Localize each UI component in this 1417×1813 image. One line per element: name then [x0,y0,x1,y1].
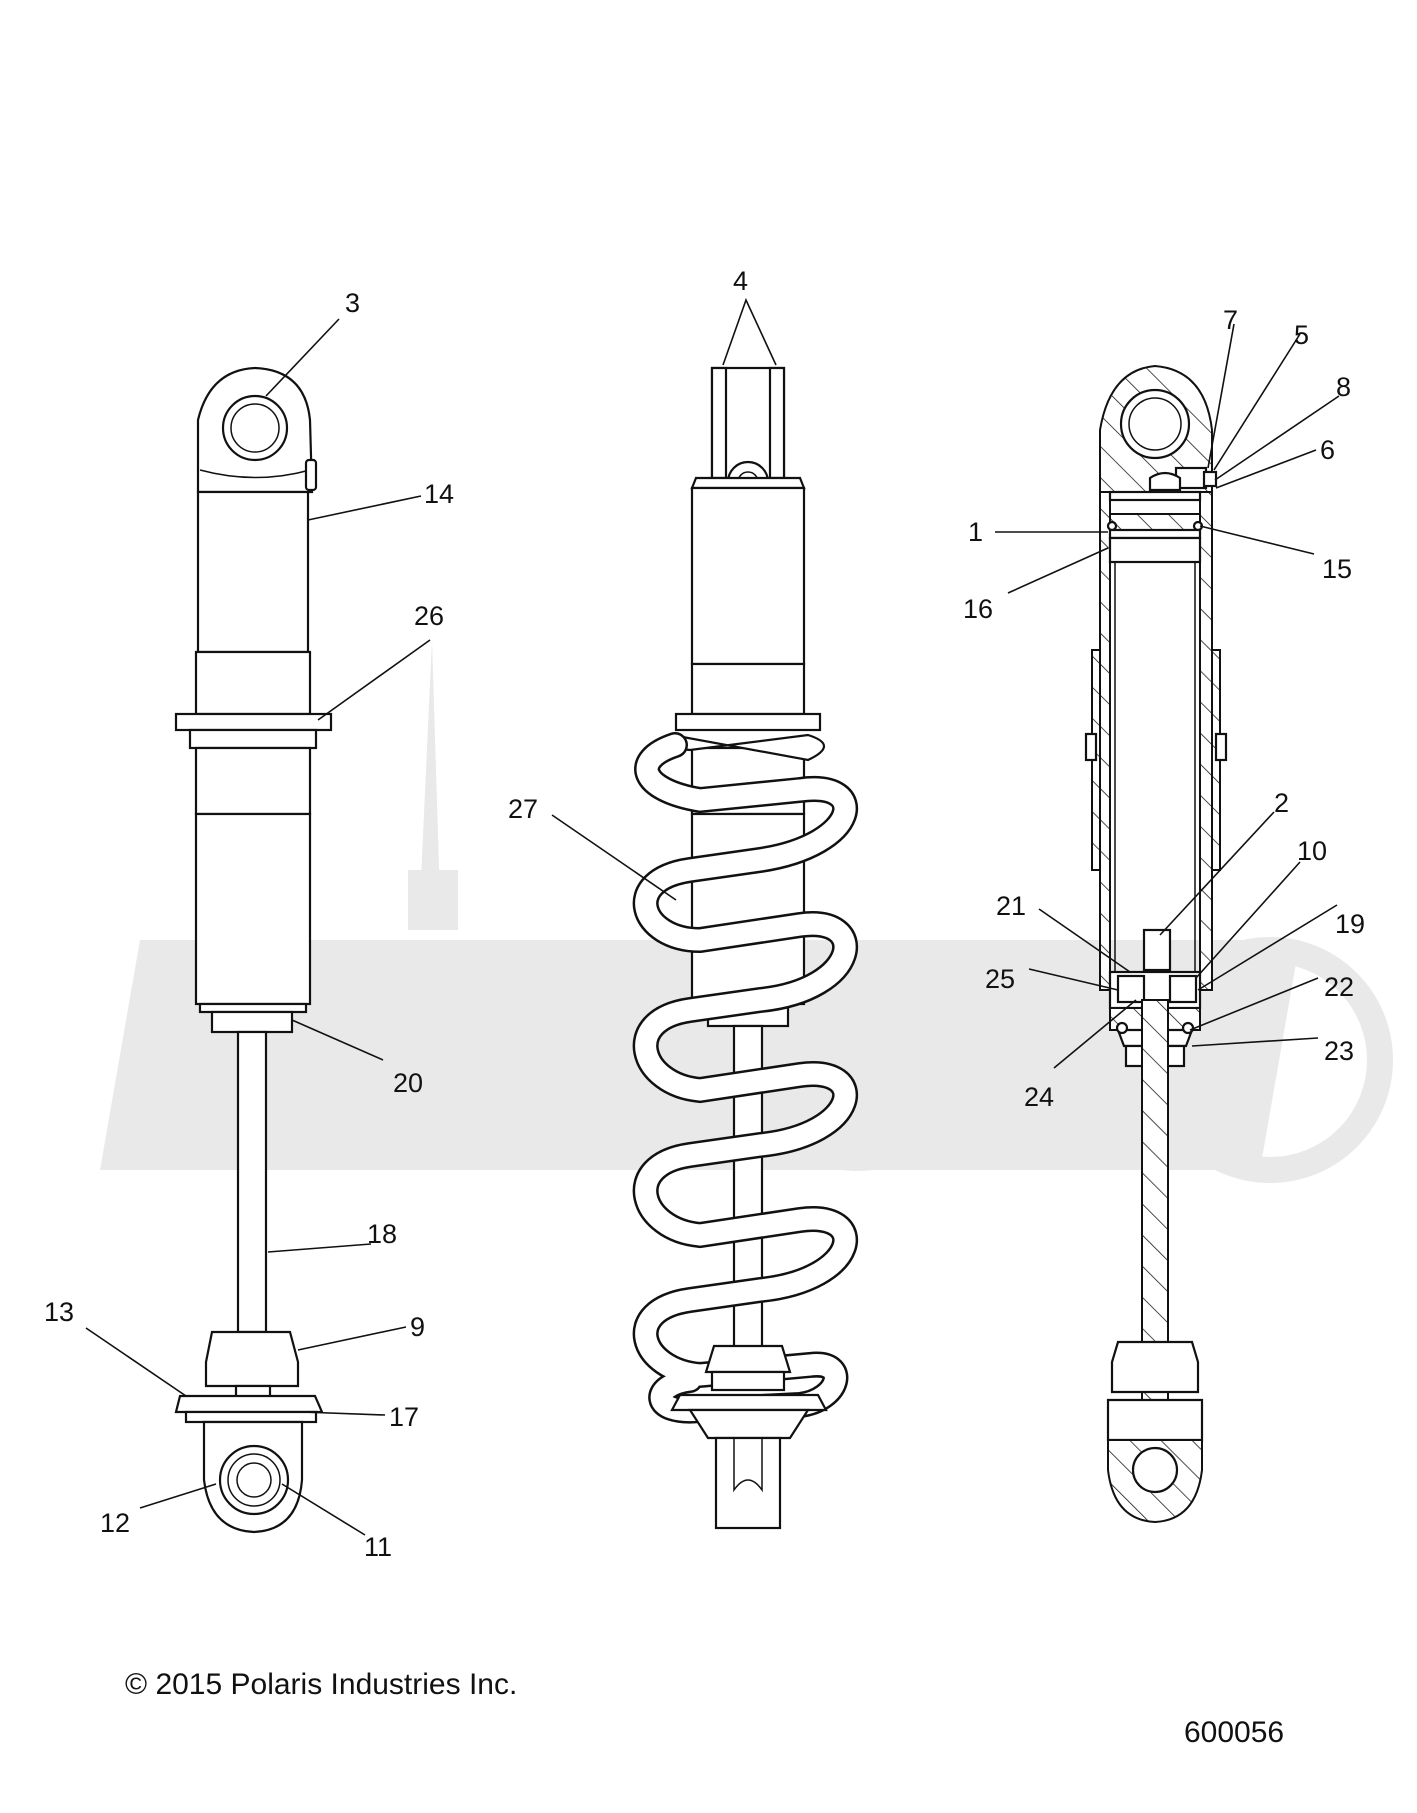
callout-9: 9 [410,1312,425,1342]
callout-7: 7 [1223,305,1238,335]
left-shock-assembly [174,366,333,1534]
callout-16: 16 [963,594,993,624]
callout-25: 25 [985,964,1015,994]
callout-15: 15 [1322,554,1352,584]
callout-22: 22 [1324,972,1354,1002]
callout-13: 13 [44,1297,74,1327]
callout-20: 20 [393,1068,423,1098]
callout-4: 4 [733,266,748,296]
callout-17: 17 [389,1402,419,1432]
callout-23: 23 [1324,1036,1354,1066]
callout-3: 3 [345,288,360,318]
callout-8: 8 [1336,372,1351,402]
copyright-text: © 2015 Polaris Industries Inc. [125,1668,518,1701]
callout-2: 2 [1274,788,1289,818]
callout-6: 6 [1320,435,1335,465]
callout-10: 10 [1297,836,1327,866]
callout-12: 12 [100,1508,130,1538]
callout-1: 1 [968,517,983,547]
callout-leaders [85,297,1340,1536]
callout-14: 14 [424,479,454,509]
callout-26: 26 [414,601,444,631]
callout-11: 11 [364,1532,392,1562]
callout-27: 27 [508,794,538,824]
callout-18: 18 [367,1219,397,1249]
callout-21: 21 [996,891,1026,921]
callout-5: 5 [1294,320,1309,350]
middle-shock-assembly [632,366,859,1530]
callout-24: 24 [1024,1082,1054,1112]
right-shock-cross-section [1084,364,1228,1524]
callout-labels: 1 2 3 4 5 6 7 8 9 10 11 12 13 14 15 16 1… [44,266,1365,1562]
callout-19: 19 [1335,909,1365,939]
drawing-number: 600056 [1184,1716,1285,1749]
